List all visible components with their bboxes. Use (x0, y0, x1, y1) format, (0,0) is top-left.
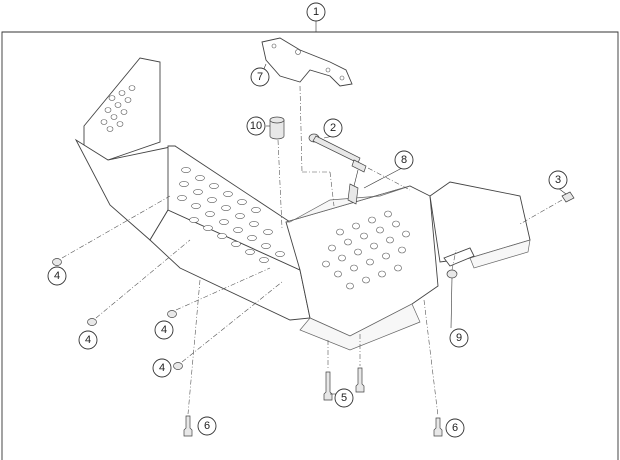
callout-4-a-label: 4 (54, 270, 60, 282)
callout-2: 2 (323, 118, 343, 138)
callout-9: 9 (449, 328, 469, 348)
callout-1-label: 1 (313, 6, 319, 18)
callout-7: 7 (250, 67, 270, 87)
callout-5: 5 (334, 388, 354, 408)
callout-3: 3 (548, 170, 568, 190)
callout-2-label: 2 (330, 122, 336, 134)
nut-4a (52, 258, 62, 266)
mounting-bracket (261, 37, 353, 87)
callout-4-b: 4 (78, 330, 98, 350)
callout-1: 1 (306, 2, 326, 22)
callout-5-label: 5 (341, 392, 347, 404)
front-face-holes (177, 167, 285, 263)
nut-4b (87, 318, 97, 326)
callout-4-c-label: 4 (161, 324, 167, 336)
callout-6-b: 6 (445, 418, 465, 438)
callout-10-label: 10 (250, 120, 262, 132)
skid-plate (74, 57, 531, 351)
callout-4-c: 4 (154, 320, 174, 340)
callout-4-b-label: 4 (85, 334, 91, 346)
callout-8: 8 (394, 150, 414, 170)
screw-6a (183, 415, 193, 437)
right-plate-holes (322, 210, 410, 290)
callout-7-label: 7 (257, 71, 263, 83)
callout-10: 10 (246, 116, 266, 136)
long-bolt (308, 133, 361, 164)
screws-5 (323, 367, 365, 401)
callout-6-a-label: 6 (204, 420, 210, 432)
screw-6b (433, 417, 443, 437)
rear-bolt (561, 191, 575, 203)
spacer (269, 116, 285, 140)
callout-3-label: 3 (555, 174, 561, 186)
assembly-lines (61, 85, 563, 417)
callout-8-label: 8 (401, 154, 407, 166)
assembly-frame (1, 21, 619, 460)
left-panel-holes (100, 85, 136, 132)
callout-6-b-label: 6 (452, 422, 458, 434)
nut-4c (167, 310, 177, 318)
sleeve (347, 159, 367, 205)
callout-9-label: 9 (456, 332, 462, 344)
callout-4-a: 4 (47, 266, 67, 286)
callout-4-d: 4 (152, 358, 172, 378)
callout-4-d-label: 4 (159, 362, 165, 374)
nut-4d (173, 362, 183, 370)
callout-6-a: 6 (197, 416, 217, 436)
